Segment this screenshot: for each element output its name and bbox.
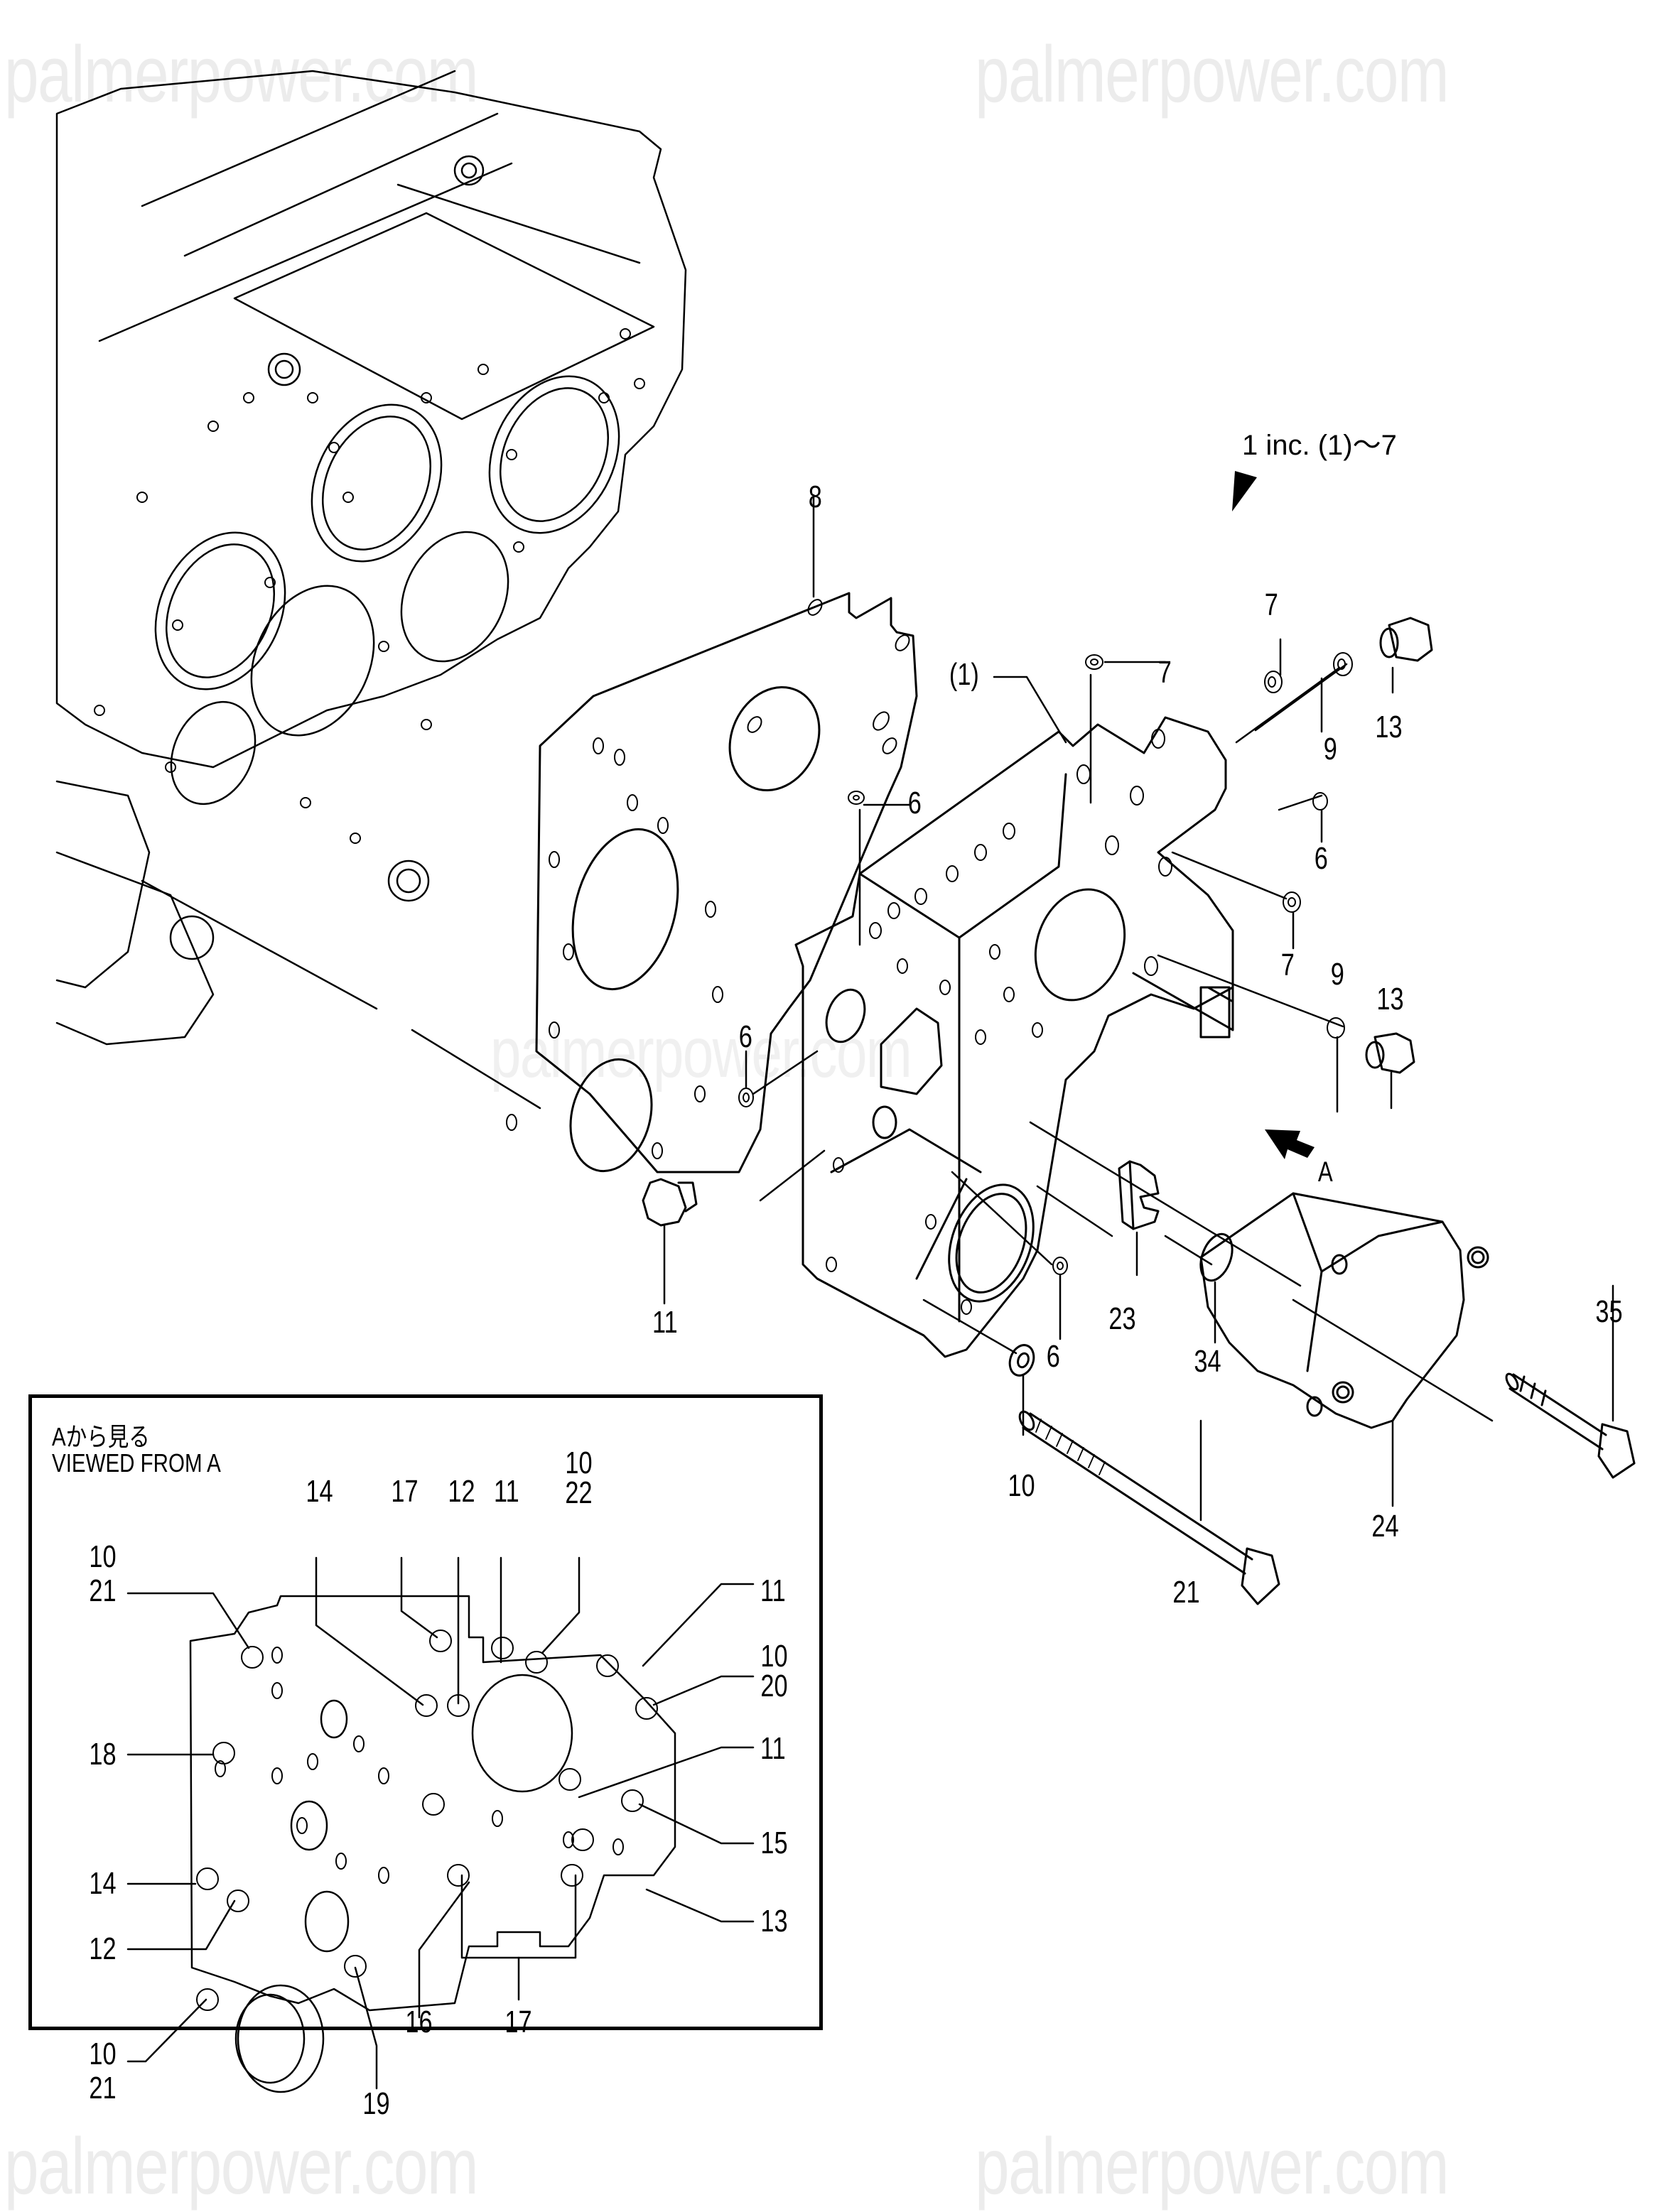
callout-6: 6	[907, 786, 922, 820]
callout-7: 7	[1280, 948, 1295, 982]
inset-leader-lines	[126, 1556, 755, 2090]
callout-6: 6	[738, 1019, 752, 1054]
watermark: palmerpower.com	[975, 30, 1450, 119]
leader-lines	[141, 494, 1614, 1522]
callout-6: 6	[1314, 841, 1328, 876]
callout-21: 21	[1172, 1575, 1200, 1610]
watermark: palmerpower.com	[4, 2122, 479, 2211]
plug-part-13-upper	[1379, 617, 1433, 662]
callout-34: 34	[1194, 1344, 1221, 1379]
inset-callout-10: 10	[89, 1539, 117, 1574]
callout-10: 10	[1008, 1468, 1035, 1503]
inset-callout-17: 17	[504, 2005, 532, 2039]
inset-callout-19: 19	[362, 2086, 390, 2121]
callout-6: 6	[1046, 1339, 1060, 1374]
gasket-part-8	[506, 592, 918, 1173]
callout-35: 35	[1595, 1294, 1623, 1329]
inset-callout-10: 10	[760, 1639, 788, 1674]
inset-callout-18: 18	[89, 1737, 117, 1772]
callout-9: 9	[1330, 957, 1344, 992]
inset-view-frame	[28, 1394, 823, 2030]
inset-callout-16: 16	[405, 2005, 433, 2039]
callout-23: 23	[1108, 1301, 1136, 1336]
inset-callout-11: 11	[760, 1573, 786, 1608]
inset-callout-10: 10	[565, 1446, 593, 1480]
callout-7: 7	[1264, 587, 1278, 622]
inset-callout-12: 12	[89, 1931, 117, 1966]
inset-view-drawing	[189, 1595, 676, 2093]
view-a-label: A	[1317, 1156, 1333, 1188]
clip-part-23	[1118, 1160, 1160, 1230]
callout-9: 9	[1323, 732, 1337, 766]
plug-part-13-lower	[1365, 1032, 1415, 1074]
assembly-pointer-icon	[1232, 471, 1257, 511]
inset-callout-21: 21	[89, 1573, 117, 1608]
washer-part-10	[1008, 1344, 1035, 1377]
bolt-part-21	[1018, 1410, 1280, 1605]
engine-block	[55, 70, 687, 1046]
inset-callout-10: 10	[89, 2037, 117, 2071]
inset-title-jp: Aから見る	[52, 1422, 150, 1451]
callout-8: 8	[808, 479, 822, 514]
callout-1: (1)	[949, 657, 979, 692]
inset-callout-22: 22	[565, 1475, 593, 1510]
callout-13: 13	[1376, 982, 1404, 1016]
inset-callout-15: 15	[760, 1826, 788, 1860]
callout-7: 7	[1157, 655, 1172, 690]
view-a-arrow-icon	[1265, 1129, 1315, 1159]
inset-callout-14: 14	[89, 1866, 117, 1901]
inset-callout-13: 13	[760, 1904, 788, 1939]
small-plugs	[738, 652, 1353, 1275]
bolt-part-35	[1505, 1372, 1636, 1479]
callout-13: 13	[1375, 710, 1403, 744]
inset-callout-21: 21	[89, 2071, 117, 2105]
inset-callout-11: 11	[494, 1474, 519, 1509]
inset-title-en: VIEWED FROM A	[52, 1448, 221, 1478]
arrow-icons	[1232, 471, 1315, 1159]
plug-part-11	[642, 1178, 698, 1227]
inset-callout-12: 12	[448, 1474, 475, 1509]
assembly-note: 1 inc. (1)～7	[1242, 430, 1397, 461]
callout-24: 24	[1371, 1509, 1399, 1544]
inset-callout-14: 14	[306, 1474, 333, 1509]
inset-callout-20: 20	[760, 1669, 788, 1703]
watermark: palmerpower.com	[490, 1013, 912, 1093]
inset-callout-17: 17	[391, 1474, 419, 1509]
watermark: palmerpower.com	[975, 2122, 1450, 2211]
housing-part-1	[794, 716, 1234, 1358]
inset-callout-11: 11	[760, 1731, 786, 1766]
oring-part-34	[1199, 1232, 1234, 1282]
callout-11: 11	[652, 1305, 678, 1340]
